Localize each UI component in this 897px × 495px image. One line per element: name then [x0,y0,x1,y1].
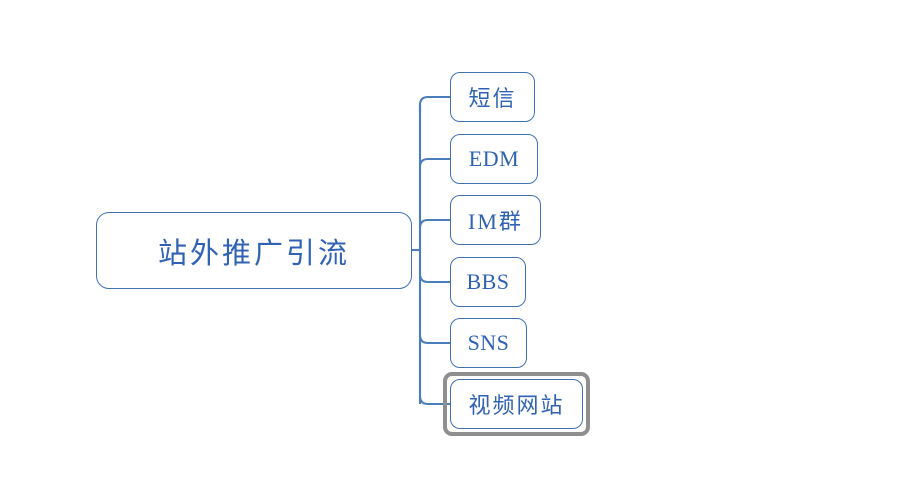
child-node-label: EDM [468,146,520,171]
selection-frame [443,372,590,436]
child-node-label: BBS [466,269,510,294]
child-node-sms[interactable]: 短信 [450,72,535,122]
connector-branch-5 [418,334,450,345]
child-node-bbs[interactable]: BBS [450,257,526,307]
child-node-label: 短信 [468,86,517,111]
child-node-label: 视频网站 [468,393,565,418]
child-node-im-group[interactable]: IM群 [450,195,541,245]
connector-branch-4 [418,273,450,284]
connector-branch-2 [418,157,450,168]
child-node-sns[interactable]: SNS [450,318,527,368]
root-node-label: 站外推广引流 [157,237,350,270]
child-node-edm[interactable]: EDM [450,134,538,184]
connector-branch-1 [418,95,450,113]
connector-branch-3 [418,218,450,229]
root-node[interactable]: 站外推广引流 [96,212,412,289]
child-node-label: IM群 [468,209,523,234]
child-node-video-site[interactable]: 视频网站 [450,379,583,429]
child-node-label: SNS [467,330,510,355]
